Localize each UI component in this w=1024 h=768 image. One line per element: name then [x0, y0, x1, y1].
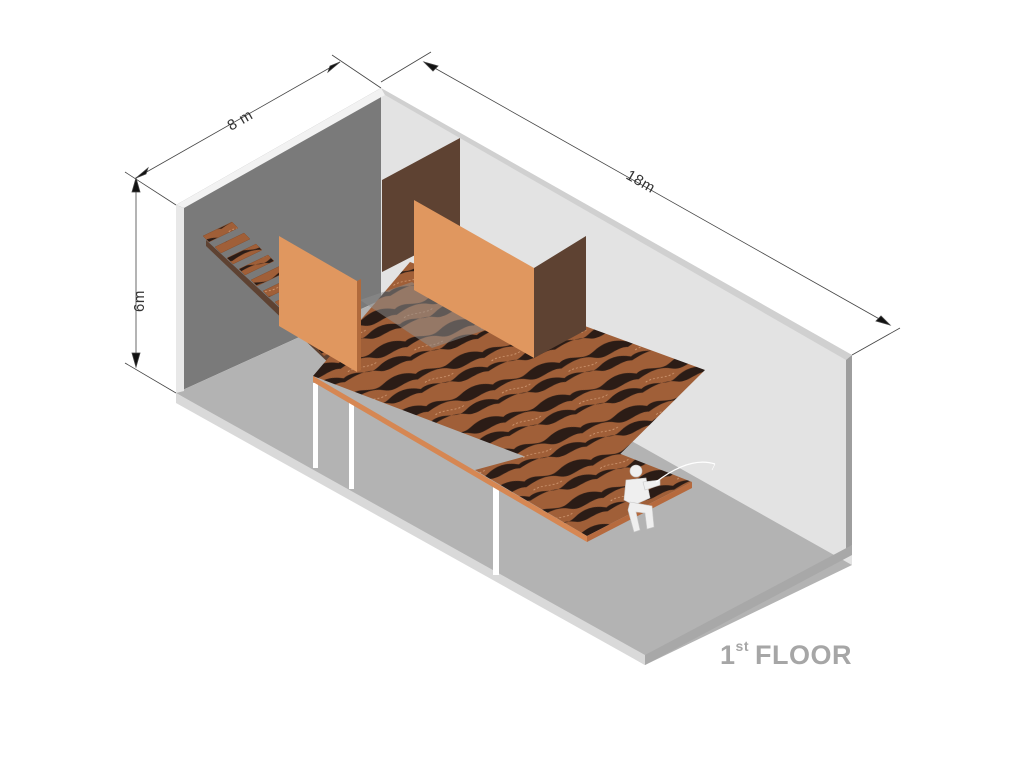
mezzanine-deck [313, 262, 705, 542]
dim-height-ext-bottom [124, 362, 177, 394]
stair-step [238, 254, 275, 276]
floor-slab-front [176, 393, 645, 665]
dimension-lines [124, 51, 901, 394]
dim-width-ext-a [124, 171, 177, 206]
back-wall-top-edge [381, 88, 852, 360]
floor-slab-side [645, 545, 852, 665]
dim-length-line [423, 61, 891, 326]
dim-height-arrow-bottom [131, 352, 141, 369]
stair-step [202, 221, 239, 243]
right-panel-dark [534, 236, 586, 358]
fishing-rod [655, 461, 716, 483]
figure-arm [642, 479, 661, 491]
left-panel-face [279, 236, 357, 372]
dim-width-label: 8 m [225, 106, 256, 134]
left-wall-top-edge [176, 88, 385, 208]
stair-step [226, 243, 263, 265]
dim-length-arrow-start [422, 61, 439, 72]
seated-fishing-figure [623, 461, 716, 533]
left-wall-front-edge [176, 205, 184, 393]
floor-ordinal-suffix: st [735, 638, 749, 654]
figure-legs [627, 501, 655, 533]
dim-length-label: 18m [623, 167, 658, 197]
floor-title: 1st FLOOR [720, 638, 920, 676]
deck-edge-front [313, 376, 587, 542]
floor-text: FLOOR [754, 640, 852, 670]
support-post [313, 383, 318, 468]
deck-extension [475, 440, 692, 536]
dim-width-arrow-end [327, 61, 341, 74]
dim-length-arrow-end [875, 315, 892, 326]
back-wall [381, 88, 852, 565]
dim-length-ext-b [851, 327, 901, 356]
dim-height-arrow-top [131, 176, 141, 193]
stair-step [214, 232, 251, 254]
fishing-line [711, 463, 716, 471]
center-panel-face [414, 200, 534, 358]
dim-width-line [135, 61, 341, 179]
dim-width-arrow-start [135, 166, 149, 179]
dim-width-ext-b [331, 54, 382, 89]
support-post [493, 485, 499, 575]
left-panel-edge [357, 279, 361, 372]
partition-panels [279, 138, 586, 372]
floor-number: 1 [720, 640, 736, 670]
support-post [349, 403, 354, 489]
deck-stair-opening [360, 282, 485, 348]
figure-head [629, 464, 643, 478]
support-posts [313, 383, 499, 575]
dim-height-label: 6m [131, 290, 148, 312]
right-wall-edge [846, 355, 852, 550]
dim-length-ext-a [380, 51, 432, 83]
